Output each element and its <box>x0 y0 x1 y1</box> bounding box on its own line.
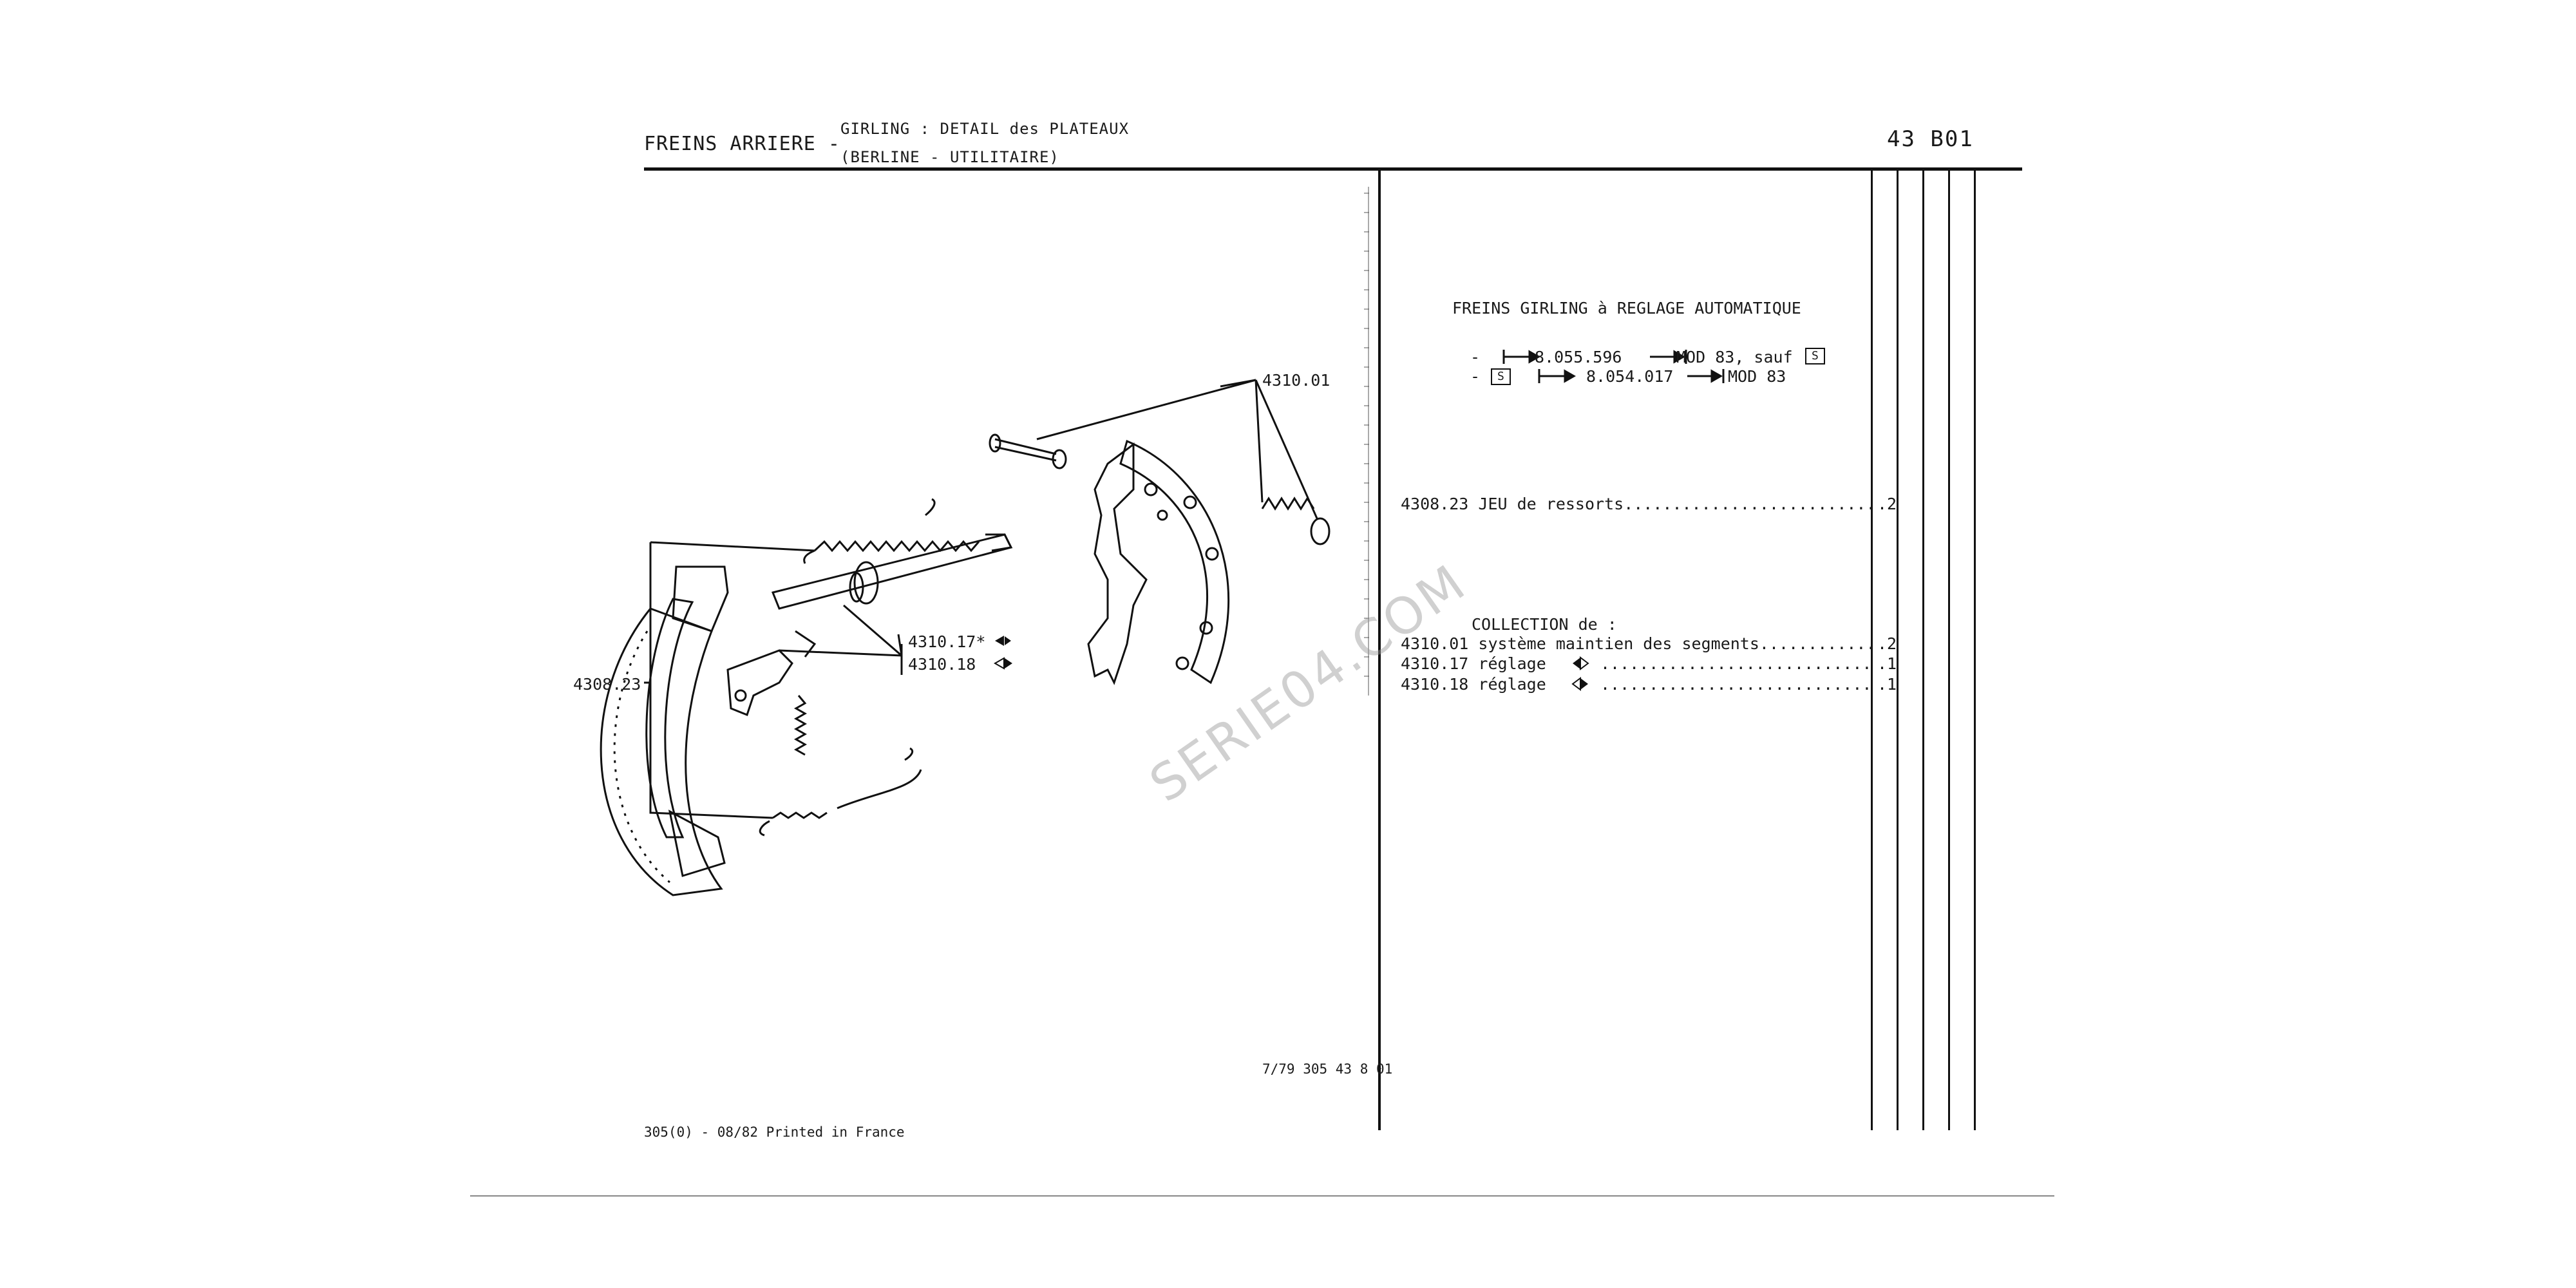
part-qty: .1 <box>1877 654 1897 673</box>
hold-down-spring <box>1261 497 1315 511</box>
parts-heading: FREINS GIRLING à REGLAGE AUTOMATIQUE <box>1452 299 1801 317</box>
leader-dots: .................................... <box>1624 495 1871 513</box>
note1-from: 8.055.596 <box>1535 348 1622 366</box>
header-rule <box>644 167 2022 171</box>
parts-row-4310-18: 4310.18 réglage ........................… <box>1401 675 1903 694</box>
leader-dots: ................. <box>1759 634 1872 653</box>
part-qty: .2 <box>1877 634 1897 653</box>
diagram-reference-code: 7/79 305 43 8 01 <box>1262 1061 1393 1077</box>
callout-4310-17: 4310.17* <box>908 632 986 651</box>
part-ref: 4310.18 <box>1401 675 1469 694</box>
brake-shoe-left <box>645 598 694 838</box>
spring-upper <box>813 540 980 553</box>
part-desc: JEU de ressorts <box>1478 495 1624 513</box>
note1-to: MOD 83, sauf <box>1676 348 1793 366</box>
hold-down-pin <box>994 438 1057 462</box>
part-qty: .2 <box>1877 495 1897 513</box>
parts-row-4310-17: 4310.17 réglage ........................… <box>1401 654 1903 673</box>
adjuster-wheel <box>853 561 879 605</box>
part-desc: système maintien des segments <box>1478 634 1759 653</box>
part-ref: 4310.01 <box>1401 634 1469 653</box>
note2-to: MOD 83 <box>1728 367 1786 386</box>
note2-prefix: - <box>1470 367 1481 386</box>
backing-plate-left <box>600 607 723 896</box>
part-qty: .1 <box>1877 675 1897 694</box>
qty-column-rule-2 <box>1897 171 1899 1130</box>
page-subtitle-line2: (BERLINE - UTILITAIRE) <box>840 148 1059 166</box>
leader-dots: ........................................ <box>1600 654 1871 673</box>
callout-4308-23: 4308.23 <box>573 675 641 694</box>
page-subtitle-line1: GIRLING : DETAIL des PLATEAUX <box>840 120 1130 138</box>
print-info: 305(0) - 08/82 Printed in France <box>644 1124 905 1140</box>
note-line-1: - 8.055.596 MOD 83, sauf S <box>1470 348 1825 366</box>
part-ref: 4308.23 <box>1401 495 1469 513</box>
diagram-panel-divider <box>1378 171 1381 1130</box>
leader-4308-23 <box>644 541 815 819</box>
note2-box: S <box>1491 368 1511 385</box>
qty-column-rule-5 <box>1974 171 1976 1130</box>
leader-4310-17-18 <box>779 604 903 675</box>
adjuster-lever <box>726 649 793 716</box>
part-desc: réglage <box>1478 654 1546 673</box>
note1-prefix: - <box>1470 348 1481 366</box>
qty-column-rule-1 <box>1871 171 1873 1130</box>
hold-down-cup <box>1310 517 1331 545</box>
qty-column-rule-4 <box>1948 171 1950 1130</box>
brake-shoe-right <box>1119 439 1230 685</box>
note1-box: S <box>1805 348 1825 365</box>
page-title: FREINS ARRIERE - <box>644 133 840 155</box>
spring-lower <box>793 695 808 756</box>
qty-column-rule-3 <box>1922 171 1924 1130</box>
parts-row-4308-23: 4308.23 JEU de ressorts.................… <box>1401 495 1903 513</box>
page-code: 43 B01 <box>1887 126 1974 152</box>
parts-row-4310-01: 4310.01 système maintien des segments...… <box>1401 634 1903 653</box>
part-desc: réglage <box>1478 675 1546 694</box>
note-line-2: - S 8.054.017 MOD 83 <box>1470 367 1786 386</box>
leader-dots: ........................................ <box>1600 675 1871 694</box>
page-bottom-edge <box>470 1195 2054 1197</box>
callout-4310-01: 4310.01 <box>1262 371 1331 390</box>
part-ref: 4310.17 <box>1401 654 1469 673</box>
leader-4310-01 <box>1036 379 1318 519</box>
note2-from: 8.054.017 <box>1586 367 1674 386</box>
callout-4310-18: 4310.18 <box>908 655 976 674</box>
collection-heading: COLLECTION de : <box>1472 615 1617 634</box>
